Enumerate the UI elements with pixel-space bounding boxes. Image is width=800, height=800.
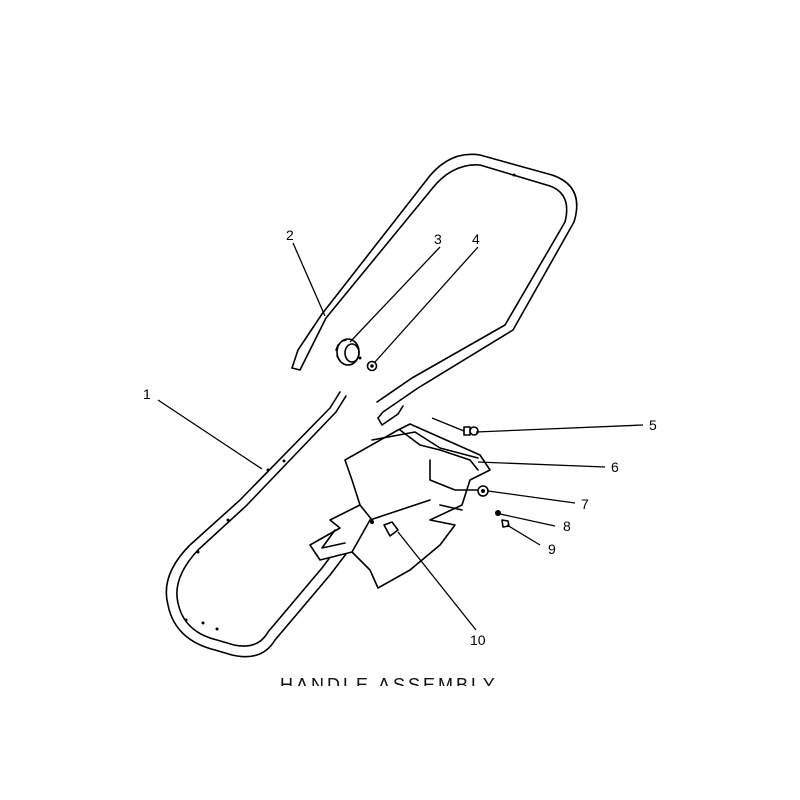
callout-labels: 1 2 3 4 5 6 7 8 9 10 [143, 227, 657, 648]
leader-lines [157, 242, 644, 631]
handle-knob [335, 338, 360, 366]
callout-10: 10 [470, 632, 486, 648]
callout-4: 4 [472, 231, 480, 247]
callout-8: 8 [563, 518, 571, 534]
spacer [477, 485, 489, 497]
bushing [370, 520, 399, 537]
callout-1: 1 [143, 386, 151, 402]
callout-3: 3 [434, 231, 442, 247]
lower-handle-tube [165, 391, 373, 658]
upper-handle-tube [291, 153, 578, 426]
callout-9: 9 [548, 541, 556, 557]
carriage-bolt [431, 417, 479, 436]
callout-6: 6 [611, 459, 619, 475]
diagram-caption: HANDLE ASSEMBLY [280, 675, 498, 686]
lock-washer [495, 510, 501, 516]
mounting-bracket [309, 423, 491, 589]
callout-5: 5 [649, 417, 657, 433]
callout-2: 2 [286, 227, 294, 243]
washer [366, 360, 378, 372]
callout-7: 7 [581, 496, 589, 512]
